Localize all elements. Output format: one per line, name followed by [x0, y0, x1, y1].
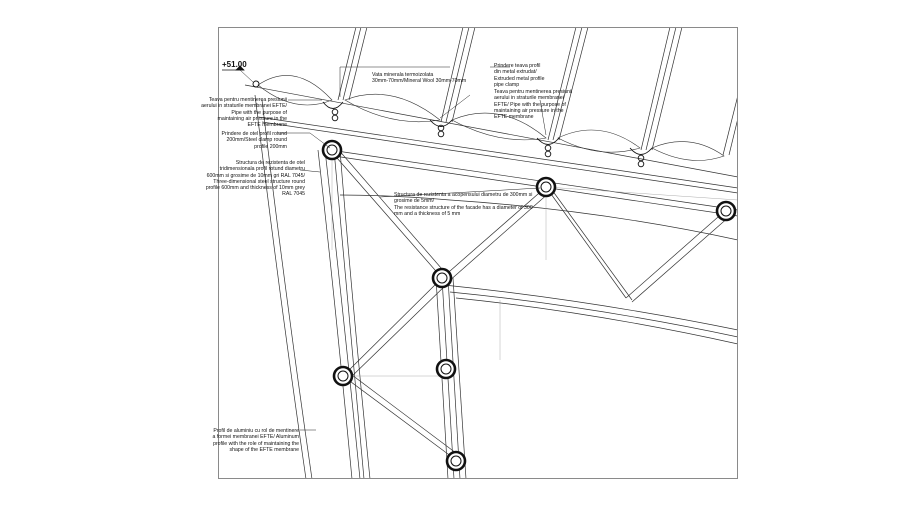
reference-lines — [331, 150, 738, 377]
inner-ring-lines — [339, 194, 738, 345]
annotation-extruded-profile: Prindere teava profil din metal extrudat… — [494, 63, 545, 88]
truss-bracing — [329, 147, 731, 461]
annotation-steel-clamp: Prindere de otel profil rotund 200mm/Ste… — [221, 131, 287, 150]
efte-cushions — [257, 75, 725, 161]
annotation-air-pipe-left: Teava pentru mentinerea presiunii aerulu… — [201, 97, 287, 129]
annotation-air-pipe-right: Teava pentru mentinerea presiunii aerulu… — [494, 89, 573, 121]
annotation-insulation: Vata minerala termoizolata 30mm-70mm/Min… — [372, 72, 467, 85]
leader-lines — [239, 66, 547, 431]
drawing-frame — [218, 27, 738, 479]
elevation-label: +51.00 — [222, 60, 247, 69]
elevation-marker — [222, 65, 245, 71]
pipe-clamps — [252, 80, 653, 168]
annotation-steel-structure: Structura de rezistenta de otel tridimen… — [205, 160, 305, 198]
facade-tube-lines — [254, 94, 371, 479]
annotation-facade-structure: Structura de rezistenta a acoperisului d… — [394, 192, 533, 217]
annotation-aluminum-profile: Profil de aluminiu cu rol de mentinere a… — [212, 428, 300, 453]
steel-nodes — [321, 139, 737, 472]
